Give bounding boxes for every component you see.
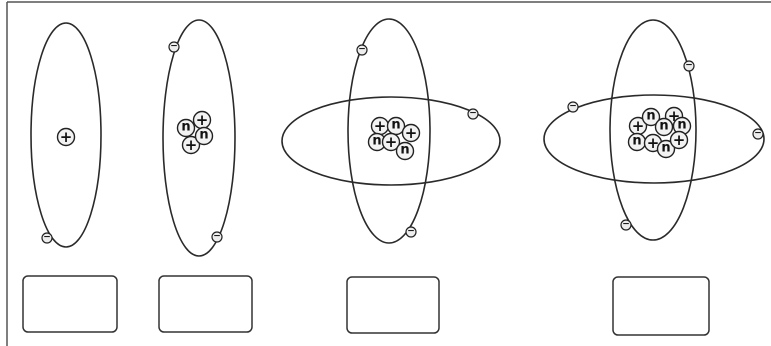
proton-symbol: + — [405, 124, 418, 142]
electron-symbol: − — [469, 109, 477, 119]
neutron-symbol: n — [646, 109, 655, 124]
neutron-symbol: n — [632, 134, 641, 149]
electron: − — [467, 108, 479, 120]
proton-symbol: + — [632, 117, 645, 135]
neutron-symbol: n — [659, 119, 668, 134]
electron-symbol: − — [685, 61, 693, 71]
proton: + — [370, 116, 390, 136]
proton-symbol: + — [673, 131, 686, 149]
proton-symbol: + — [374, 117, 387, 135]
proton-symbol: + — [647, 134, 660, 152]
electron: − — [683, 60, 695, 72]
neutron-symbol: n — [400, 143, 409, 158]
proton: + — [381, 132, 401, 152]
electron: − — [752, 128, 764, 140]
orbit-vertical — [347, 18, 431, 244]
neutron-symbol: n — [181, 120, 190, 135]
atom-2: n++n−− — [158, 19, 253, 333]
electron-symbol: − — [407, 227, 415, 237]
electron: − — [41, 232, 53, 244]
electron-symbol: − — [170, 42, 178, 52]
atom-3: +n+n+n−−− — [281, 18, 501, 334]
electron-symbol: − — [43, 233, 51, 243]
neutron: n — [386, 116, 406, 136]
proton: + — [401, 123, 421, 143]
proton-symbol: + — [196, 111, 209, 129]
answer-box-3[interactable] — [346, 276, 440, 334]
electron-symbol: − — [213, 232, 221, 242]
neutron: n — [641, 107, 661, 127]
neutron-symbol: n — [391, 118, 400, 133]
orbit-vertical — [30, 22, 102, 248]
nucleus: + — [56, 127, 76, 147]
neutron-symbol: n — [661, 141, 670, 156]
proton: + — [192, 110, 212, 130]
orbit-vertical — [609, 19, 697, 241]
proton: + — [669, 130, 689, 150]
electron: − — [567, 101, 579, 113]
proton-symbol: + — [60, 128, 73, 146]
nucleus: +n+n+n — [367, 116, 421, 161]
neutron-symbol: n — [199, 128, 208, 143]
proton-symbol: + — [185, 136, 198, 154]
neutron: n — [367, 132, 387, 152]
neutron: n — [627, 132, 647, 152]
neutron-symbol: n — [372, 134, 381, 149]
neutron-symbol: n — [677, 118, 686, 133]
proton: + — [628, 116, 648, 136]
neutron: n — [194, 126, 214, 146]
neutron: n — [176, 118, 196, 138]
answer-box-1[interactable] — [22, 275, 118, 333]
answer-box-2[interactable] — [158, 275, 253, 333]
orbit-horizontal — [281, 96, 501, 186]
electron: − — [620, 219, 632, 231]
electron: − — [168, 41, 180, 53]
nucleus: n++n — [176, 110, 214, 155]
orbit-vertical — [162, 19, 236, 257]
electron-symbol: − — [358, 45, 366, 55]
proton: + — [181, 135, 201, 155]
neutron: n — [654, 117, 674, 137]
electron-symbol: − — [569, 102, 577, 112]
electron: − — [405, 226, 417, 238]
neutron: n — [656, 139, 676, 159]
electron-symbol: − — [622, 220, 630, 230]
proton-symbol: + — [385, 133, 398, 151]
neutron: n — [672, 116, 692, 136]
atom-1: +− — [22, 22, 118, 333]
electron: − — [356, 44, 368, 56]
electron: − — [211, 231, 223, 243]
electron-symbol: − — [754, 129, 762, 139]
answer-box-4[interactable] — [612, 276, 710, 336]
orbit-horizontal — [543, 94, 765, 184]
proton: + — [56, 127, 76, 147]
neutron: n — [395, 141, 415, 161]
